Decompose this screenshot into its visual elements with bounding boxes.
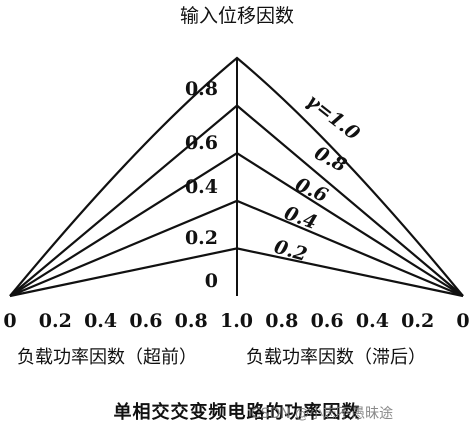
curve-0.4 [9, 199, 464, 298]
x-tick-label: 0.6 [129, 310, 162, 332]
x-tick-label: 0 [3, 310, 16, 332]
x-tick-label: 0.6 [311, 310, 344, 332]
x-tick-label: 0.4 [356, 310, 389, 332]
chart-title: 输入位移因数 [180, 5, 294, 27]
y-tick-label: 0 [205, 270, 218, 292]
x-tick-labels: 0 0.2 0.4 0.6 0.8 1.0 0.8 0.6 0.4 0.2 0 [3, 310, 469, 332]
x-tick-label: 0.2 [401, 310, 434, 332]
curve-label: 0.6 [292, 173, 331, 207]
x-axis-label-leading: 负载功率因数（超前） [17, 347, 197, 368]
y-tick-label: 0.2 [185, 227, 218, 249]
chart-caption: 单相交交变频电路的功率因数 [114, 401, 361, 423]
y-tick-label: 0.4 [185, 176, 218, 198]
curve-label: 0.2 [272, 236, 310, 266]
curve-0.6 [9, 151, 464, 297]
x-tick-label: 0.4 [84, 310, 117, 332]
x-tick-label: 0.2 [39, 310, 72, 332]
curve-label: 0.4 [281, 202, 320, 234]
curve-1.0 [9, 56, 464, 297]
x-axis-label-lagging: 负载功率因数（滞后） [246, 347, 426, 368]
curve-group [9, 56, 464, 298]
x-tick-label: 0.8 [265, 310, 298, 332]
x-tick-label: 0.8 [175, 310, 208, 332]
curve-label: γ=1.0 [302, 90, 364, 145]
x-tick-label: 0 [456, 310, 469, 332]
watermark: CSDN @小志不愚昧途 [251, 405, 393, 422]
curve-0.8 [9, 104, 464, 297]
y-tick-labels: 0 0.2 0.4 0.6 0.8 [185, 78, 218, 292]
y-tick-label: 0.6 [185, 132, 218, 154]
x-tick-label: 1.0 [220, 310, 253, 332]
y-tick-label: 0.8 [185, 78, 218, 100]
curve-0.2 [9, 247, 464, 298]
curve-labels: γ=1.00.80.60.40.2 [272, 90, 364, 266]
